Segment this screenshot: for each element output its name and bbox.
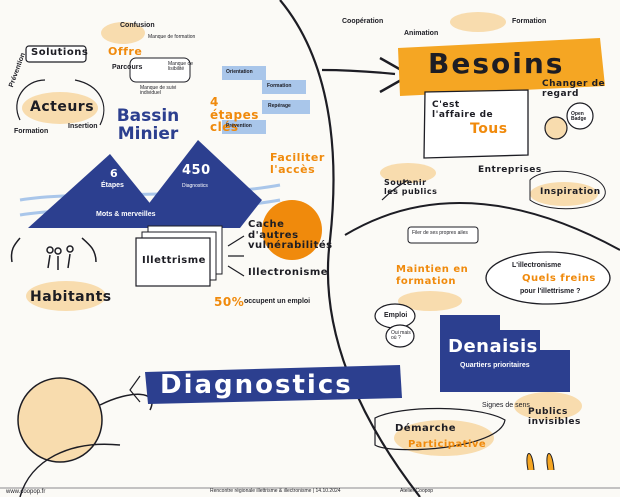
person-head [17,377,103,463]
acteurs-label: Acteurs [30,99,95,115]
solutions-box [25,45,87,63]
besoins-banner [398,38,605,96]
habitants-highlight [26,281,106,311]
offre-label: Offre [108,45,143,58]
etapes-number: 6 [110,167,119,180]
entreprises-label: Entreprises [478,165,542,175]
mountain-left [28,154,170,228]
signes-sens-label: Signes de sens [482,402,530,409]
affaire-label: C'est l'affaire de [432,100,494,121]
formation-tile-label: Formation [267,83,292,89]
denaisis-title: Denaisis [448,336,538,357]
tile-orientation [222,66,266,80]
cooperation-label: Coopération [342,18,384,25]
animation-label: Animation [404,30,439,37]
illectronisme-bubble-label: L'illectronisme [512,262,562,269]
mountain-right [130,140,262,228]
pct-50: 50% [214,295,245,309]
formation-left-label: Formation [14,128,49,135]
freins-label: Quels freins [522,273,596,284]
diagnostics-banner [145,365,402,404]
etapes-label: Étapes [101,182,124,189]
confusion-label: Confusion [120,22,155,29]
inspiration-label: Inspiration [540,187,601,197]
solutions-label: Solutions [31,47,89,58]
emploi-label: Emploi [384,312,408,319]
central-divider-curve [279,0,421,497]
tile-formation [262,80,306,94]
parcours-label: Parcours [112,64,143,71]
oui-mais-label: Oui mais où ? [391,330,411,341]
acteurs-highlight [22,92,98,124]
publics-invisibles-label: Publics invisibles [528,407,581,427]
occupent-emploi-label: occupent un emploi [244,298,311,305]
manque-lisibilite-label: Manque de lisibilité [168,61,194,72]
open-badge-circle [566,102,594,130]
etapes-cles-title: 4 étapes clés [210,95,259,135]
footer-author: Atelier Coopop [400,488,434,494]
num-450: 450 [182,163,211,178]
diagnostics-small-label: Diagnostics [182,183,208,189]
prevention-tile-label: Prévention [226,123,252,129]
maintien-formation-label: Maintien en formation [396,264,469,287]
bassin-minier-title: Bassin Minier [116,106,180,144]
footer-event: Rencontre régionale illettrisme & illect… [210,488,341,494]
manque-formation-label: Manque de formation [148,34,196,40]
filer-ailes-label: Filer de ses propres ailes [412,230,468,236]
denaisis-building [440,315,570,392]
changer-regard-label: Changer de regard [542,79,606,99]
mots-merveilles-label: Mots & merveilles [96,211,156,218]
orange-sun [262,200,322,260]
affaire-de-tous-box [423,89,529,159]
tile-prevention [222,120,266,134]
tile-reperage [262,100,310,114]
pour-illettrisme-label: pour l'illettrisme ? [520,288,581,295]
diagnostics-title: Diagnostics [160,370,353,400]
reperage-label: Repérage [268,103,291,109]
habitants-label: Habitants [30,289,112,305]
illettrisme-panel [135,237,211,287]
orientation-label: Orientation [226,69,253,75]
open-badge-label: Open Badge [571,111,587,122]
soutenir-publics-label: Soutenir les publics [384,178,438,197]
besoins-title: Besoins [428,47,565,80]
footer-url[interactable]: www.coopop.fr [6,489,46,495]
illettrisme-label: Illettrisme [142,255,206,266]
illectronisme-label: Illectronisme [248,267,329,278]
cache-vulnerabilites-label: Cache d'autres vulnérabilités [248,219,333,251]
participative-label: Participative [408,439,487,450]
demarche-label: Démarche [395,423,457,434]
tous-label: Tous [470,121,508,137]
manque-suivi-label: Manque de suivi individuel [140,85,177,96]
freins-bubble [485,251,611,305]
right-divider-curve [344,201,620,251]
insertion-label: Insertion [68,123,98,130]
quartiers-prioritaires-label: Quartiers prioritaires [460,362,530,369]
faciliter-acces-label: Faciliter l'accès [270,151,325,176]
formation-top-label: Formation [512,18,547,25]
